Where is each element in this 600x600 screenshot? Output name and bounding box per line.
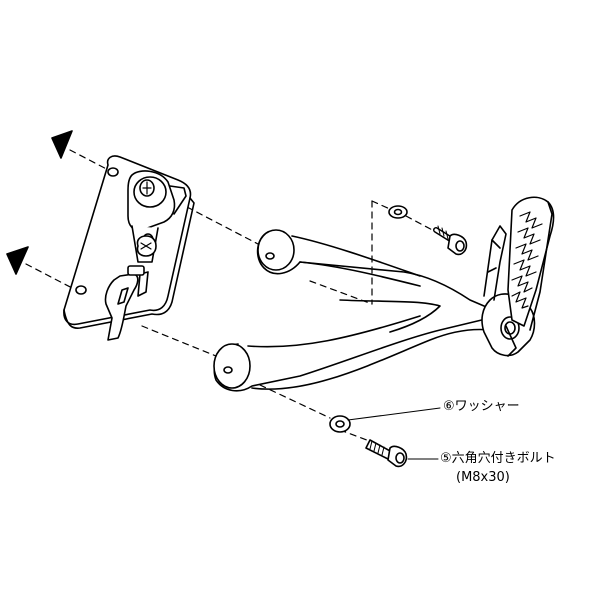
bracket-hole-bottom bbox=[75, 285, 87, 295]
bracket-hole-top bbox=[107, 167, 119, 177]
bolt-upper bbox=[433, 225, 468, 256]
washer-lower bbox=[329, 415, 351, 433]
hanger-hole-top bbox=[265, 252, 275, 260]
boss-face bbox=[133, 176, 167, 208]
peg-knurling bbox=[511, 211, 543, 309]
washer-label: ⑥ワッシャー bbox=[443, 399, 520, 414]
washer-upper bbox=[388, 205, 408, 219]
hanger-boss-bottom bbox=[213, 343, 251, 389]
bracket-hook bbox=[104, 273, 139, 341]
footpeg-hanger bbox=[213, 225, 536, 392]
boss-slot bbox=[139, 179, 155, 197]
bolt-label: ⑤六角穴付きボルト bbox=[440, 451, 556, 466]
foot-peg bbox=[505, 196, 555, 357]
mounting-bracket bbox=[63, 155, 195, 341]
pivot-hole bbox=[500, 316, 520, 340]
bolt-lower bbox=[365, 439, 408, 468]
hanger-boss-top bbox=[257, 229, 295, 271]
assembly-guide-lines bbox=[25, 149, 439, 443]
hanger-hole-bottom bbox=[223, 366, 233, 374]
arrow-indicator-top bbox=[51, 130, 73, 159]
leader-washer bbox=[347, 407, 441, 421]
bolt-size-label: (M8x30) bbox=[456, 470, 510, 485]
arrow-indicator-bottom bbox=[6, 246, 29, 275]
